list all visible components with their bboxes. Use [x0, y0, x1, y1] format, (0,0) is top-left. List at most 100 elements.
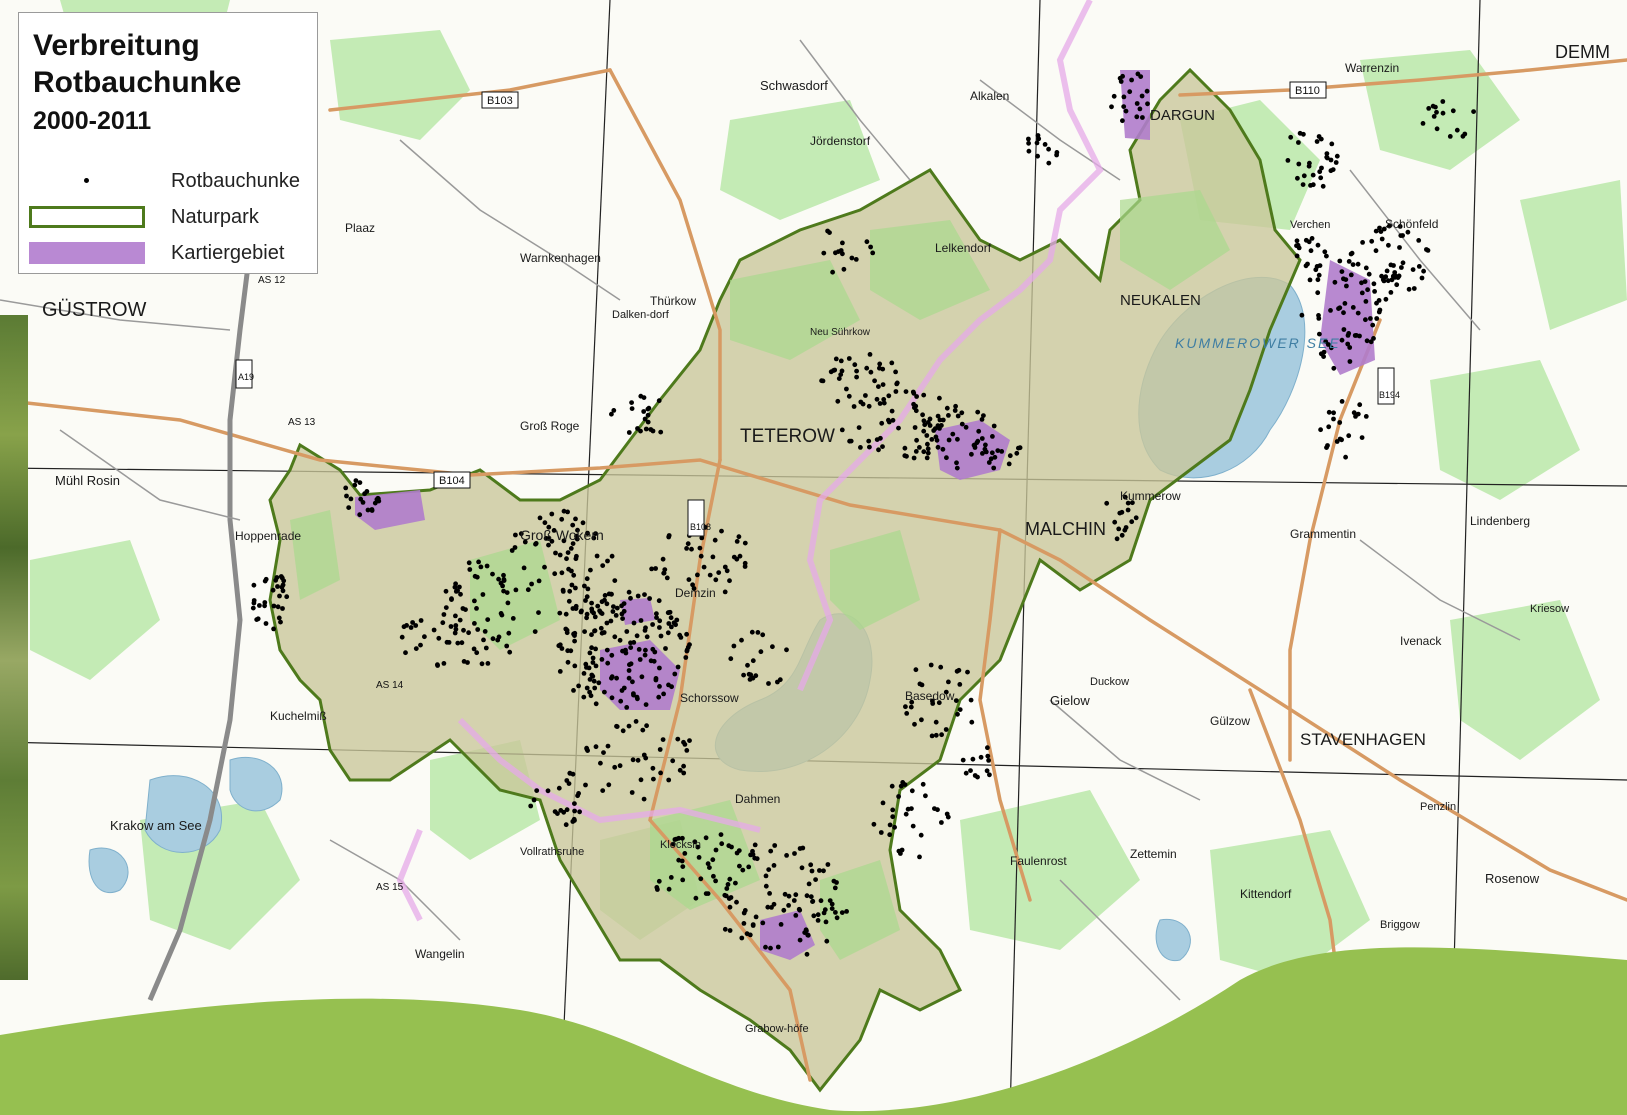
occurrence-dot [991, 423, 997, 429]
occurrence-dot [1434, 109, 1439, 115]
occurrence-dot [1046, 160, 1052, 166]
occurrence-dot [277, 593, 282, 599]
occurrence-dot [682, 742, 688, 747]
occurrence-dot [609, 695, 615, 701]
label-kriesow: Kriesow [1530, 603, 1569, 615]
occurrence-dot [871, 821, 877, 827]
occurrence-dot [587, 689, 592, 695]
occurrence-dot [570, 606, 576, 611]
occurrence-dot [669, 684, 674, 690]
occurrence-dot [1424, 247, 1429, 252]
occurrence-dot [952, 408, 958, 413]
occurrence-dot [1307, 277, 1313, 283]
occurrence-dot [1285, 158, 1291, 163]
occurrence-dot [449, 597, 454, 602]
occurrence-dot [705, 861, 711, 867]
occurrence-dot [887, 832, 893, 838]
occurrence-dot [724, 568, 730, 574]
occurrence-dot [1343, 454, 1348, 460]
occurrence-dot [441, 612, 447, 617]
occurrence-dot [496, 576, 501, 582]
occurrence-dot [1296, 161, 1302, 167]
occurrence-dot [1325, 342, 1331, 347]
occurrence-dot [975, 409, 981, 415]
occurrence-dot [666, 777, 672, 783]
occurrence-dot [1315, 290, 1321, 296]
occurrence-dot [581, 671, 587, 676]
occurrence-dot [577, 809, 582, 815]
occurrence-dot [656, 598, 662, 604]
occurrence-dot [1328, 308, 1333, 313]
grey-roads [0, 39, 1521, 1001]
occurrence-dot [1397, 245, 1402, 250]
occurrence-dot [653, 566, 658, 571]
label-krakow-am-see: Krakow am See [110, 818, 202, 833]
occurrence-dot [581, 694, 587, 700]
occurrence-dot [933, 732, 939, 738]
occurrence-dot [711, 873, 716, 879]
occurrence-dot [1301, 173, 1307, 179]
occurrence-dot [1054, 152, 1059, 158]
occurrence-dot [921, 392, 927, 398]
occurrence-dot [509, 548, 515, 553]
occurrence-dot [886, 417, 891, 423]
outline-box-icon [29, 206, 145, 228]
occurrence-dot [784, 647, 789, 653]
occurrence-dot [638, 393, 644, 399]
occurrence-dot [654, 615, 659, 620]
naturpark-area[interactable] [268, 67, 1302, 1093]
occurrence-dot [467, 567, 473, 572]
occurrence-dot [943, 689, 949, 695]
occurrence-dot [1339, 399, 1345, 404]
occurrence-dot [623, 647, 628, 653]
occurrence-dot [612, 634, 618, 640]
occurrence-dot [629, 406, 635, 411]
label-alkalen: Alkalen [970, 89, 1009, 103]
occurrence-dot [752, 842, 758, 848]
label-wangelin: Wangelin [415, 947, 465, 961]
label-vollrathsruhe: Vollrathsruhe [520, 846, 584, 858]
occurrence-dot [593, 744, 599, 750]
occurrence-dot [1397, 224, 1403, 229]
occurrence-dot [668, 615, 674, 621]
label-basedow: Basedow [905, 689, 955, 703]
occurrence-dot [856, 425, 862, 430]
occurrence-dot [831, 368, 836, 373]
occurrence-dot [713, 878, 718, 884]
occurrence-dot [999, 449, 1005, 454]
occurrence-dot [939, 423, 944, 428]
occurrence-dot [453, 626, 459, 632]
label-kummerower-see: KUMMEROWER SEE [1175, 335, 1341, 351]
occurrence-dot [940, 446, 946, 452]
occurrence-dot [851, 404, 857, 409]
occurrence-dot [665, 610, 671, 616]
occurrence-dot [867, 352, 873, 357]
occurrence-dot [597, 608, 602, 614]
occurrence-dot [1139, 93, 1145, 99]
occurrence-dot [1330, 167, 1336, 173]
occurrence-dot [763, 883, 769, 889]
occurrence-dot [829, 901, 835, 907]
occurrence-dot [652, 649, 658, 655]
occurrence-dot [1119, 532, 1125, 538]
occurrence-dot [1111, 93, 1117, 99]
occurrence-dot [1383, 274, 1389, 280]
occurrence-dot [670, 841, 676, 847]
occurrence-dot [279, 584, 285, 590]
occurrence-dot [584, 665, 589, 670]
occurrence-dot [838, 358, 844, 364]
occurrence-dot [890, 814, 896, 820]
occurrence-dot [675, 664, 681, 670]
occurrence-dot [912, 721, 917, 727]
occurrence-dot [1337, 436, 1343, 442]
occurrence-dot [413, 646, 419, 651]
occurrence-dot [733, 880, 738, 886]
occurrence-dot [917, 681, 923, 687]
occurrence-dot [606, 782, 612, 788]
occurrence-dot [546, 524, 552, 530]
occurrence-dot [566, 598, 572, 604]
occurrence-dot [682, 851, 688, 856]
occurrence-dot [849, 255, 855, 261]
occurrence-dot [808, 894, 814, 900]
